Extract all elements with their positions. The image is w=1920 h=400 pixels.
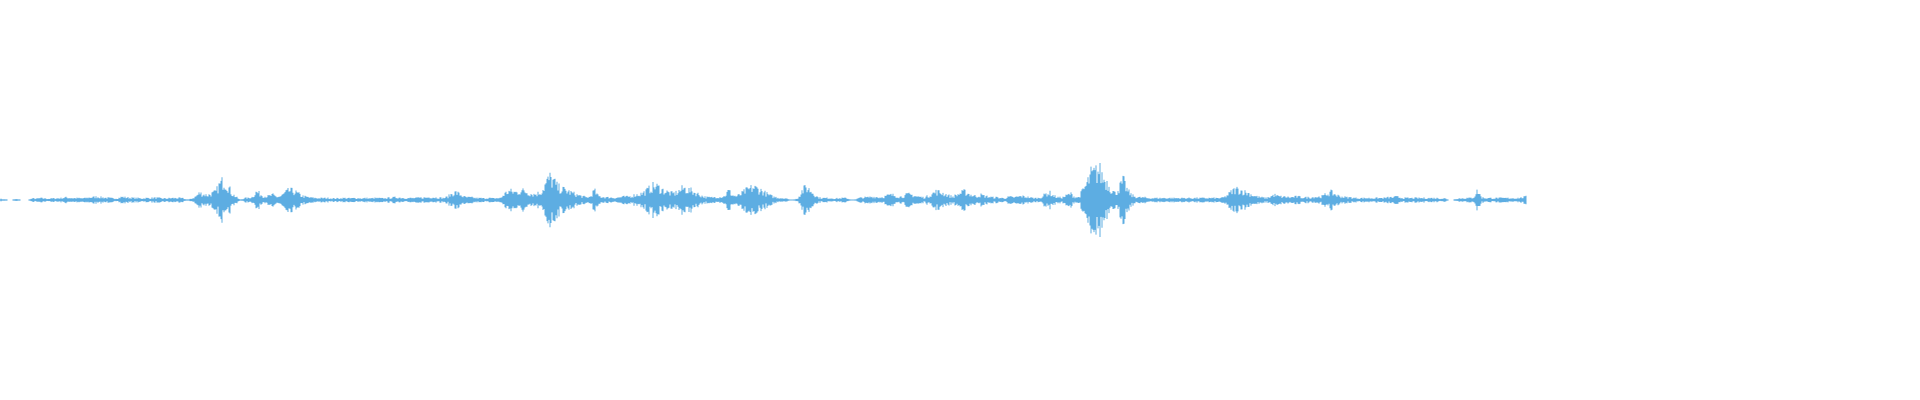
waveform-signal: [0, 163, 1527, 237]
